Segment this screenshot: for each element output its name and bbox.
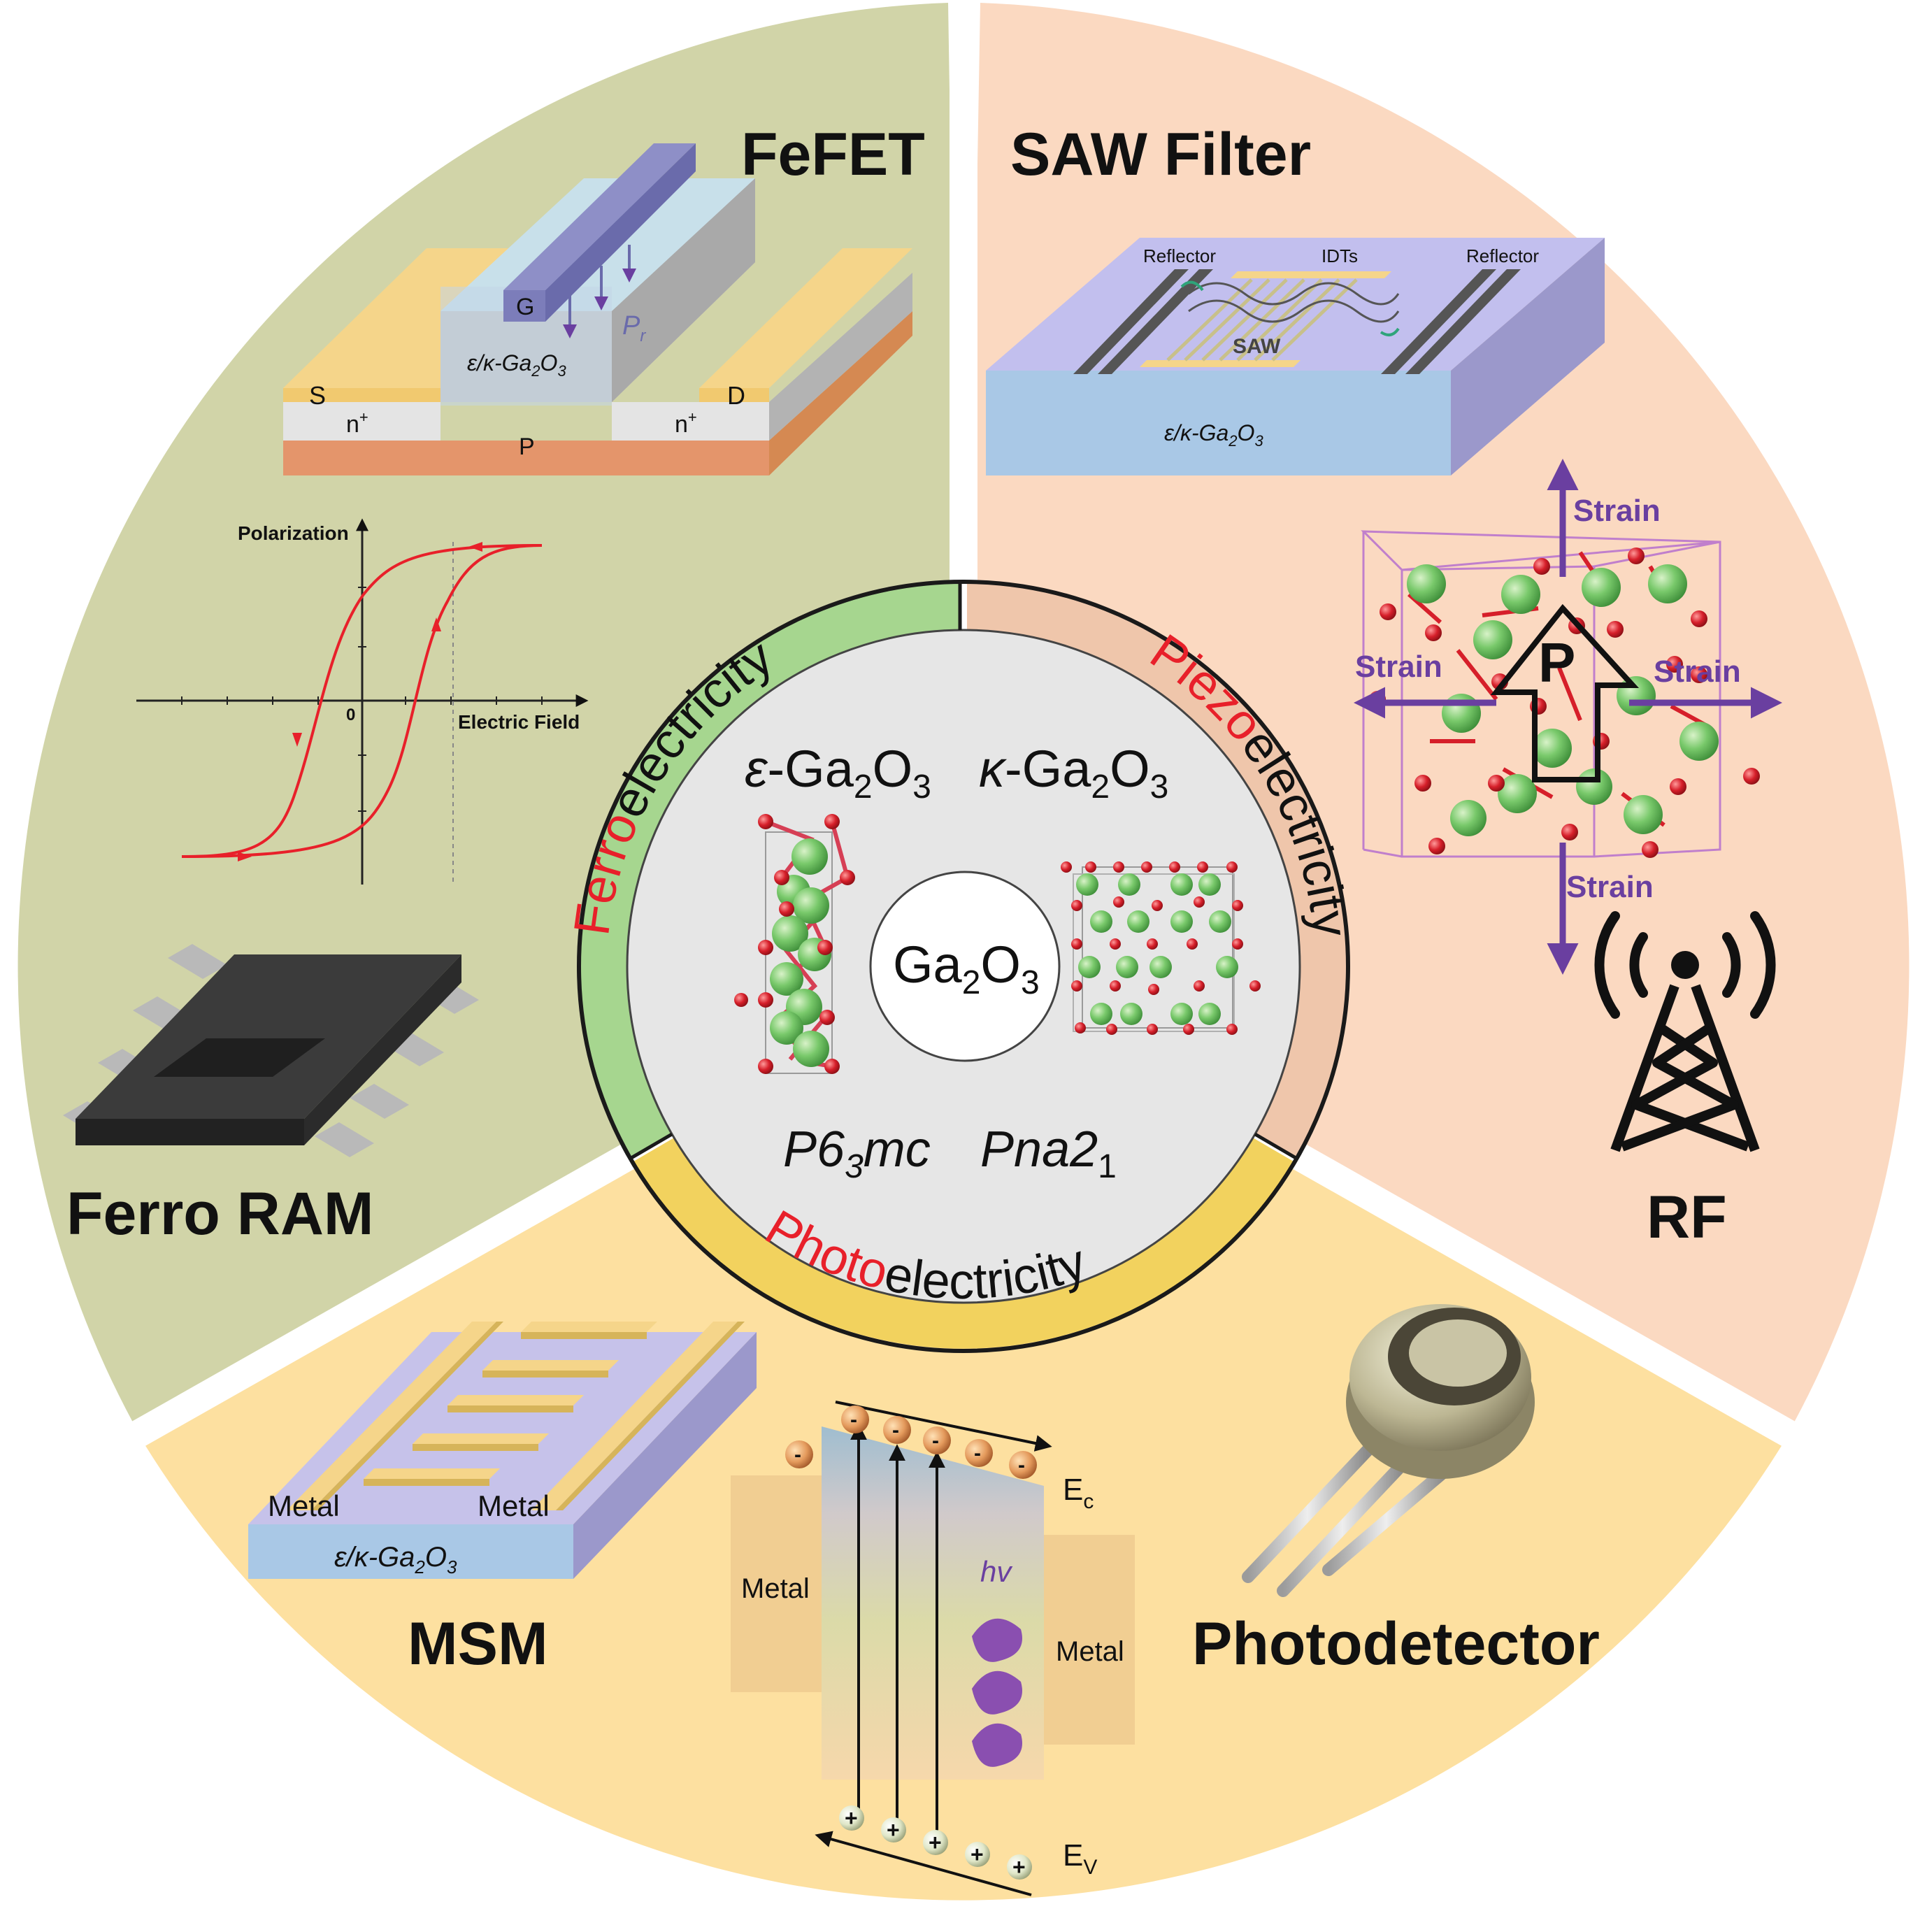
hv-label: hv <box>980 1555 1013 1588</box>
photon-icons <box>972 1618 1022 1767</box>
ec-label: Ec <box>1063 1473 1094 1513</box>
photo-sector <box>145 966 1782 1901</box>
fefet-drain-label: D <box>727 381 745 410</box>
hysteresis-x-label: Electric Field <box>458 711 580 733</box>
fefet-nplus-left: n+ <box>346 408 368 438</box>
polar-arrow <box>1490 603 1640 782</box>
saw-layer-label: ε/κ-Ga2O3 <box>1164 420 1263 450</box>
rf-title: RF <box>1647 1184 1727 1251</box>
svg-text:-: - <box>794 1443 801 1466</box>
ring-ferro-segment <box>578 582 960 1159</box>
svg-text:-: - <box>892 1419 899 1442</box>
svg-text:-: - <box>1018 1454 1025 1477</box>
ring-piezo-segment <box>967 582 1349 1159</box>
fefet-layer-label: ε/κ-Ga2O3 <box>467 350 566 380</box>
strain-bottom-label: Strain <box>1566 870 1654 904</box>
rf-tower-icon: RF <box>1594 911 1776 1251</box>
ga2o3-core-label: Ga2O3 <box>893 936 1040 1001</box>
saw-idts-label: IDTs <box>1321 245 1358 266</box>
eps-ga2o3-label: ε-Ga2O3 <box>745 740 931 806</box>
ga2o3-core-circle <box>869 871 1061 1062</box>
kappa-ga2o3-label: κ-Ga2O3 <box>979 740 1168 806</box>
fefet-nplus-right: n+ <box>675 408 697 438</box>
strain-top-label: Strain <box>1573 494 1661 528</box>
saw-title: SAW Filter <box>1010 121 1311 188</box>
ferro-ram-chip: Ferro RAM <box>63 944 479 1247</box>
photodetector-title: Photodetector <box>1192 1610 1600 1677</box>
msm-metal-left-label: Metal <box>268 1489 340 1522</box>
fefet-pr-label: Pr <box>622 311 646 345</box>
ferro-ram-title: Ferro RAM <box>66 1180 374 1247</box>
polar-p-label: P <box>1538 631 1575 694</box>
fefet-source-label: S <box>309 381 326 410</box>
eps-crystal-structure <box>734 814 855 1074</box>
band-metal-right-label: Metal <box>1056 1636 1124 1667</box>
hysteresis-upper-branch <box>181 544 543 858</box>
fefet-p-region-label: P <box>519 434 535 460</box>
band-diagram: - - - - - - + + + + + hv Metal Metal E <box>731 1401 1135 1896</box>
hysteresis-origin: 0 <box>346 706 355 724</box>
fefet-device: FeFET G Pr S D n+ n+ P ε/κ-Ga2O3 <box>283 121 925 475</box>
saw-wave-label: SAW <box>1233 335 1281 358</box>
msm-layer-label: ε/κ-Ga2O3 <box>334 1542 457 1577</box>
space-group-kappa: Pna21 <box>980 1122 1117 1185</box>
msm-device: Metal Metal ε/κ-Ga2O3 MSM <box>248 1322 757 1677</box>
hysteresis-y-label: Polarization <box>238 522 349 544</box>
fefet-gate-label: G <box>516 294 534 320</box>
svg-text:-: - <box>850 1408 857 1431</box>
ev-label: EV <box>1063 1838 1097 1879</box>
svg-text:-: - <box>932 1429 939 1452</box>
photodetector-device: Photodetector <box>1192 1304 1600 1677</box>
hysteresis-lower-branch <box>181 544 543 858</box>
space-group-eps: P63mc <box>783 1122 931 1185</box>
kappa-crystal-structure <box>1061 861 1261 1035</box>
ring-outline <box>577 580 1350 1353</box>
center-ring: Ferroelectricity Piezoelectricity Photoe… <box>564 580 1359 1353</box>
saw-reflector-right: Reflector <box>1466 245 1539 266</box>
svg-text:+: + <box>1012 1854 1026 1880</box>
band-metal-left-label: Metal <box>741 1573 810 1604</box>
msm-metal-right-label: Metal <box>478 1489 550 1522</box>
band-holes: + + + + + <box>839 1805 1032 1880</box>
saw-filter-device: SAW Filter Reflector IDTs Reflector SAW … <box>986 121 1605 475</box>
svg-text:+: + <box>845 1805 858 1831</box>
strain-left-label: Strain <box>1355 650 1442 684</box>
svg-text:+: + <box>970 1842 984 1867</box>
ring-photo-segment <box>633 1137 1294 1349</box>
svg-text:+: + <box>887 1817 900 1842</box>
saw-reflector-left: Reflector <box>1143 245 1216 266</box>
svg-text:-: - <box>974 1442 981 1465</box>
hysteresis-plot: Polarization Electric Field 0 <box>136 518 589 885</box>
piezo-crystal-strain: P Strain Strain Strain Strain <box>1354 459 1782 975</box>
fefet-title: FeFET <box>741 121 925 188</box>
svg-text:+: + <box>929 1830 942 1855</box>
strain-right-label: Strain <box>1654 654 1741 689</box>
msm-title: MSM <box>408 1610 548 1677</box>
band-electrons: - - - - - - <box>785 1405 1037 1479</box>
